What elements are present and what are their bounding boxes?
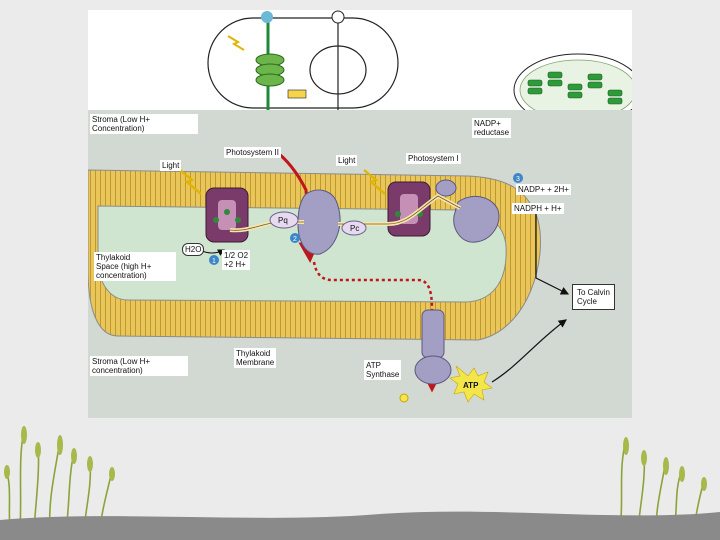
inset-yellow-box [287,89,307,99]
step-2-marker [290,233,300,243]
nadp-reductase-label: NADP+ reductase [472,118,512,138]
light-bolt-psii [179,169,202,195]
light-label-psi: Light [336,155,358,166]
pc-label: Pc [350,224,360,233]
cytochrome-complex [297,189,341,255]
atp-synthase-complex [414,309,452,385]
light-label-psii: Light [160,160,182,171]
atp-to-calvin-arrow [491,319,567,383]
pc-carrier [341,220,367,236]
inset-top-circle-white [331,10,345,24]
thylakoid-membrane-label: Thylakoid Membrane [234,348,277,368]
h2o-label: H2O [182,243,205,256]
photosystem-ii-complex [205,187,249,243]
photosystem-ii-label: Photosystem II [224,147,281,158]
nadp-plus-label: NADP+ + 2H+ [516,184,571,195]
proton-flow-path [312,261,441,393]
thylakoid-space-label: Thylakoid Space (high H+ concentration) [94,252,176,281]
nadph-label: NADPH + H+ [512,203,564,214]
stroma-top-label: Stroma (Low H+ Concentration) [90,114,198,134]
ferredoxin [435,179,457,197]
step-3-marker [513,173,523,183]
ground-decoration [0,511,720,540]
atp-label: ATP [463,381,479,390]
inset-top-circle-blue [261,11,273,23]
step-1-label: 1 [212,258,216,265]
atp-synthase-label: ATP Synthase [364,360,402,380]
inset-thylakoid-disks [255,53,285,87]
photosynthesis-diagram: 1 2 3 Stroma (Low H+ Concentration) Phot… [88,10,632,418]
stroma-bottom-label: Stroma (Low H+ concentration) [90,356,188,376]
light-bolt-psi [363,169,386,195]
nadp-reductase-complex [453,195,500,243]
half-o2-label: 1/2 O2 +2 H+ [222,250,251,270]
pq-label: Pq [278,216,288,225]
calvin-cycle-label: To Calvin Cycle [572,284,615,310]
step-1-marker [209,255,219,265]
step-3-label: 3 [516,176,520,183]
adp-dot [399,393,409,403]
pq-carrier [269,211,299,229]
photosystem-i-label: Photosystem I [406,153,461,164]
inset-light-bolt [227,35,245,51]
step-2-label: 2 [293,236,297,243]
atp-burst [449,365,493,403]
chloroplast-inset [513,53,632,127]
